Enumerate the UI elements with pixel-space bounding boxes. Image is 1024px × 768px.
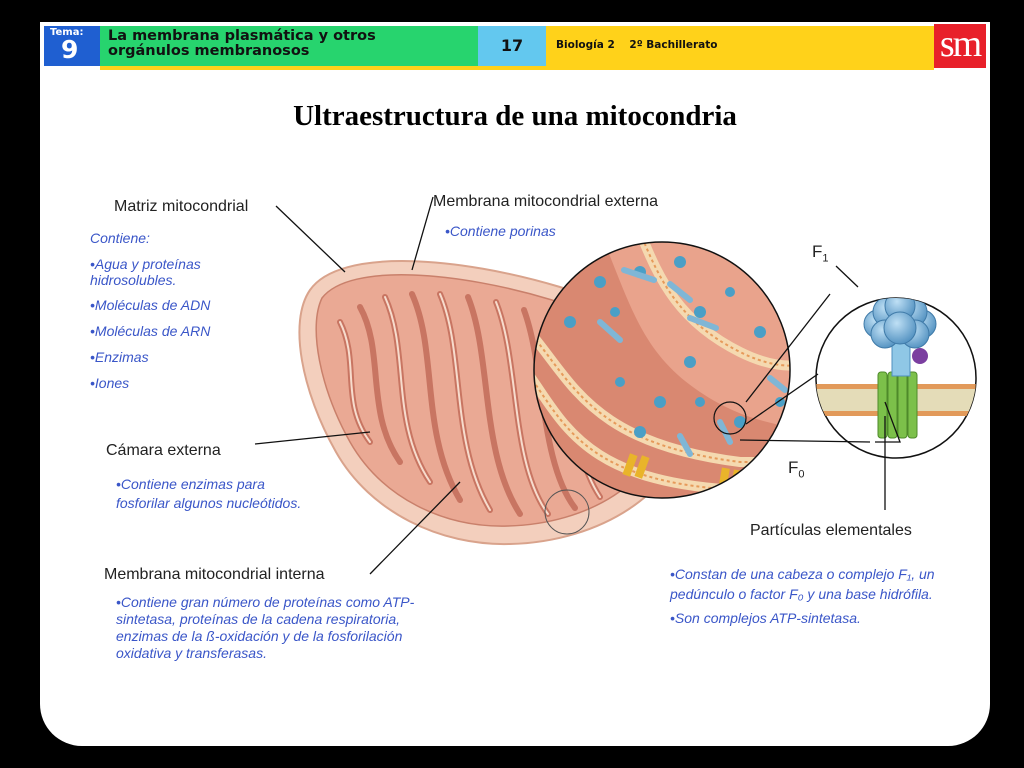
label-intermembrane-space: Cámara externa — [106, 442, 221, 459]
course-label: Biología 2 2º Bachillerato — [556, 39, 718, 51]
label-outer-membrane: Membrana mitocondrial externa — [433, 193, 658, 210]
atp-zoom-source — [713, 401, 747, 435]
label-f0: F0 — [788, 458, 805, 481]
label-matrix: Matriz mitocondrial — [114, 198, 249, 215]
page-number: 17 — [478, 26, 546, 66]
membrane-zoom — [533, 241, 791, 499]
note-matrix: Contiene: •Agua y proteínas hidrosoluble… — [90, 230, 211, 391]
leader-lines — [254, 196, 901, 575]
note-intermembrane-space: •Contiene enzimas para fosforilar alguno… — [116, 476, 302, 511]
slide-header: Tema: 9 La membrana plasmática y otros o… — [40, 22, 990, 70]
mitochondria-illustration — [254, 196, 977, 575]
topic-label: Tema: — [50, 27, 84, 38]
slide: Tema: 9 La membrana plasmática y otros o… — [40, 22, 990, 746]
slide-title: Ultraestructura de una mitocondria — [293, 100, 737, 132]
note-elementary-particles: •Constan de una cabeza o complejo F₁, un… — [670, 566, 935, 626]
publisher-logo: sm — [934, 24, 986, 68]
topic-number: 9 — [61, 35, 79, 64]
topic-title-line2: orgánulos membranosos — [108, 43, 310, 59]
header-divider — [100, 66, 934, 70]
topic-badge: Tema: 9 — [44, 26, 100, 66]
topic-title: La membrana plasmática y otros orgánulos… — [100, 26, 478, 66]
label-f1: F1 — [812, 242, 829, 265]
label-elementary-particles: Partículas elementales — [750, 522, 912, 539]
label-inner-membrane: Membrana mitocondrial interna — [104, 566, 325, 583]
note-outer-membrane: •Contiene porinas — [445, 223, 556, 239]
atp-synthase-zoom — [815, 297, 977, 459]
note-inner-membrane: •Contiene gran número de proteínas como … — [116, 594, 415, 661]
topic-title-line1: La membrana plasmática y otros — [108, 28, 376, 44]
zoom-source-circle — [544, 489, 590, 535]
course-info: Biología 2 2º Bachillerato — [546, 26, 934, 66]
